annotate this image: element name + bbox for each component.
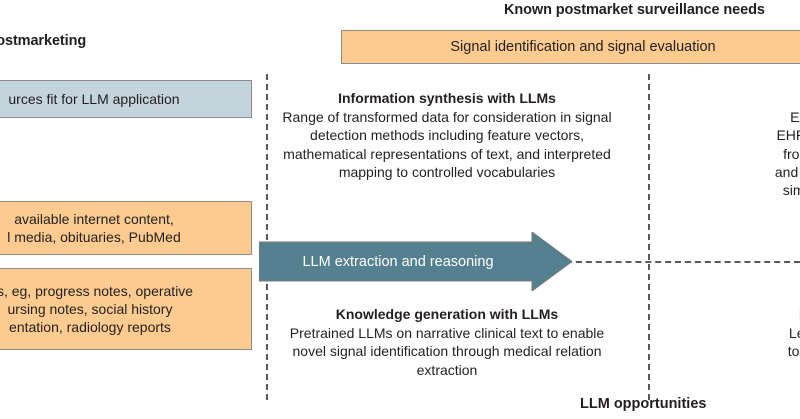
- quadrant-concept-extraction-body: Extraction ofEHRs by leveragfrom the pre…: [774, 109, 800, 198]
- header-left-postmarketing: r postmarketing: [0, 33, 87, 49]
- quadrant-knowledge-generation-title: Knowledge generation with LLMs: [335, 306, 559, 322]
- quadrant-knowledge-generation-body: Pretrained LLMs on narrative clinical te…: [289, 325, 605, 378]
- caption-llm-opportunities: LLM opportunities: [580, 396, 707, 412]
- quadrant-probabilistic-extraction-title: Probabili: [656, 305, 800, 323]
- box-llm-fit-sources: urces fit for LLM application: [0, 80, 252, 118]
- header-known-postmarket-surveillance-needs: Known postmarket surveillance needs: [504, 2, 765, 18]
- box-llm-fit-sources-label: urces fit for LLM application: [8, 90, 180, 107]
- divider-horizontal-middle: [566, 261, 800, 263]
- divider-vertical-left: [266, 74, 268, 400]
- quadrant-information-synthesis: Information synthesis with LLMs Range of…: [274, 89, 620, 181]
- quadrant-probabilistic-extraction-body: Leveraging zto extract clinEHRs ef: [787, 325, 800, 360]
- box-internet-sources-label: available internet content,l media, obit…: [7, 210, 181, 245]
- quadrant-knowledge-generation: Knowledge generation with LLMs Pretraine…: [274, 305, 620, 379]
- banner-label: Signal identification and signal evaluat…: [450, 39, 716, 55]
- quadrant-information-synthesis-title: Information synthesis with LLMs: [338, 90, 556, 106]
- banner-signal-identification: Signal identification and signal evaluat…: [341, 30, 800, 64]
- quadrant-information-synthesis-body: Range of transformed data for considerat…: [282, 109, 612, 180]
- arrow-shape-icon: [259, 232, 572, 291]
- quadrant-concept-extraction-title: Conce: [656, 89, 800, 107]
- box-internet-sources: available internet content,l media, obit…: [0, 201, 252, 255]
- quadrant-probabilistic-extraction: Probabili Leveraging zto extract clinEHR…: [656, 305, 800, 379]
- quadrant-concept-extraction: Conce Extraction ofEHRs by leveragfrom t…: [656, 89, 800, 199]
- divider-vertical-right: [648, 74, 650, 400]
- arrow-llm-extraction-and-reasoning: LLM extraction and reasoning: [259, 232, 572, 291]
